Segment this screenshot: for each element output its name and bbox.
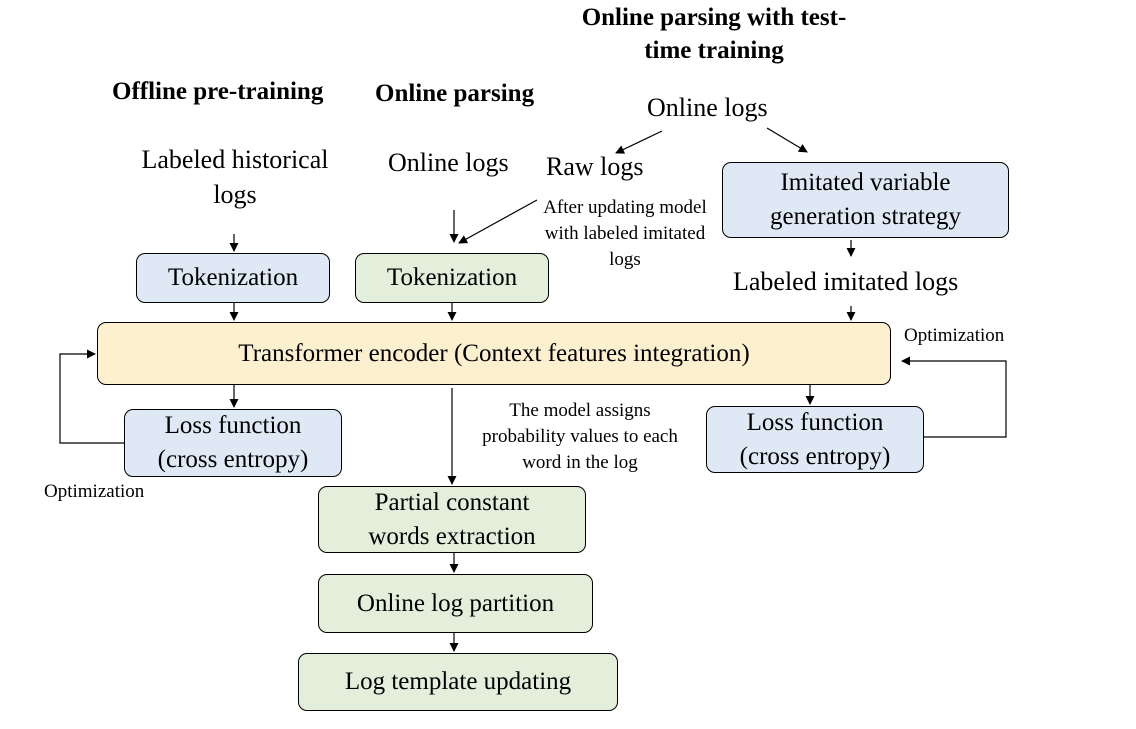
- loss-function-right-box: Loss function (cross entropy): [706, 406, 924, 473]
- log-template-updating-label: Log template updating: [344, 668, 572, 695]
- labeled-historical-logs-line2: logs: [213, 180, 257, 209]
- header-test-time-training-line1: Online parsing with test-: [581, 4, 847, 31]
- labeled-imitated-logs-label: Labeled imitated logs: [733, 267, 959, 296]
- arrow-online-logs-to-imitated: [766, 127, 808, 153]
- loss-function-left-box: Loss function (cross entropy): [124, 409, 342, 477]
- header-online-parsing: Online parsing: [375, 80, 535, 107]
- header-test-time-training-line2: time training: [644, 37, 784, 64]
- tokenization-offline-label: Tokenization: [167, 264, 299, 291]
- arrow-raw-logs-to-tokenization: [458, 199, 538, 244]
- raw-logs-label: Raw logs: [546, 152, 644, 181]
- tokenization-online-label: Tokenization: [386, 264, 518, 291]
- partial-constant-line2: words extraction: [368, 522, 536, 550]
- after-updating-note-line3: logs: [609, 249, 641, 270]
- after-updating-note-line2: with labeled imitated: [544, 223, 706, 244]
- assigns-note-line2: probability values to each: [482, 426, 678, 447]
- tokenization-offline-box: Tokenization: [136, 253, 330, 303]
- online-logs-label: Online logs: [388, 148, 509, 177]
- after-updating-note-line1: After updating model: [543, 197, 707, 218]
- imitated-variable-line1: Imitated variable: [780, 169, 951, 196]
- arrow-loss-left-optimization: [59, 349, 124, 444]
- optimization-left-label: Optimization: [44, 481, 145, 502]
- transformer-encoder-box: Transformer encoder (Context features in…: [97, 322, 891, 385]
- partial-constant-line1: Partial constant: [374, 488, 530, 516]
- loss-left-line2: (cross entropy): [157, 446, 309, 473]
- loss-right-line1: Loss function: [746, 408, 884, 436]
- online-logs-top-label: Online logs: [647, 93, 768, 122]
- online-log-partition-label: Online log partition: [356, 589, 555, 617]
- optimization-right-label: Optimization: [904, 325, 1005, 346]
- partial-constant-box: Partial constant words extraction: [318, 486, 586, 553]
- transformer-encoder-label: Transformer encoder (Context features in…: [238, 339, 750, 367]
- imitated-variable-line2: generation strategy: [770, 203, 961, 230]
- arrow-online-logs-to-raw: [615, 130, 663, 154]
- online-log-partition-box: Online log partition: [318, 574, 593, 633]
- labeled-historical-logs-line1: Labeled historical: [141, 145, 329, 174]
- tokenization-online-box: Tokenization: [355, 253, 549, 303]
- assigns-note-line3: word in the log: [522, 452, 638, 473]
- loss-left-line1: Loss function: [164, 412, 302, 439]
- assigns-note-line1: The model assigns: [509, 400, 651, 421]
- loss-right-line2: (cross entropy): [739, 442, 891, 470]
- arrow-loss-right-optimization: [901, 356, 1007, 438]
- imitated-variable-box: Imitated variable generation strategy: [722, 162, 1009, 238]
- header-offline-pretraining: Offline pre-training: [112, 78, 324, 105]
- log-template-updating-box: Log template updating: [298, 653, 618, 711]
